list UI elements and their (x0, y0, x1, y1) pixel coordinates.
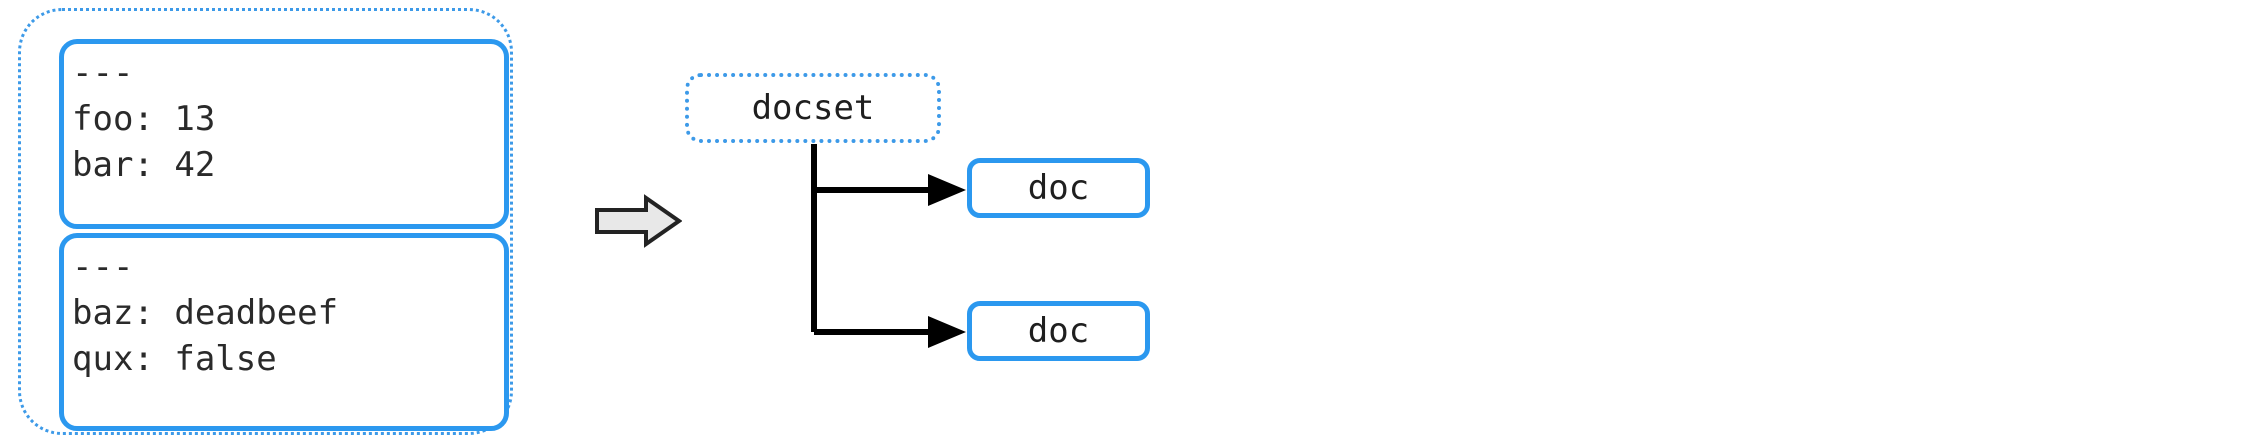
transition-arrow-icon (594, 193, 683, 249)
yaml-document-2-text: --- baz: deadbeef qux: false (72, 247, 339, 379)
yaml-stream-group: --- foo: 13 bar: 42 --- baz: deadbeef qu… (18, 8, 513, 435)
doc-node-2[interactable]: doc (967, 301, 1150, 361)
doc-node-1[interactable]: doc (967, 158, 1150, 218)
yaml-document-1-box: --- foo: 13 bar: 42 (59, 39, 509, 229)
doc-node-2-label: doc (1027, 311, 1090, 351)
doc-node-1-label: doc (1027, 168, 1090, 208)
yaml-document-2-box: --- baz: deadbeef qux: false (59, 233, 509, 431)
docset-node[interactable]: docset (685, 73, 941, 143)
yaml-document-1-text: --- foo: 13 bar: 42 (72, 53, 216, 185)
docset-node-label: docset (751, 88, 875, 128)
